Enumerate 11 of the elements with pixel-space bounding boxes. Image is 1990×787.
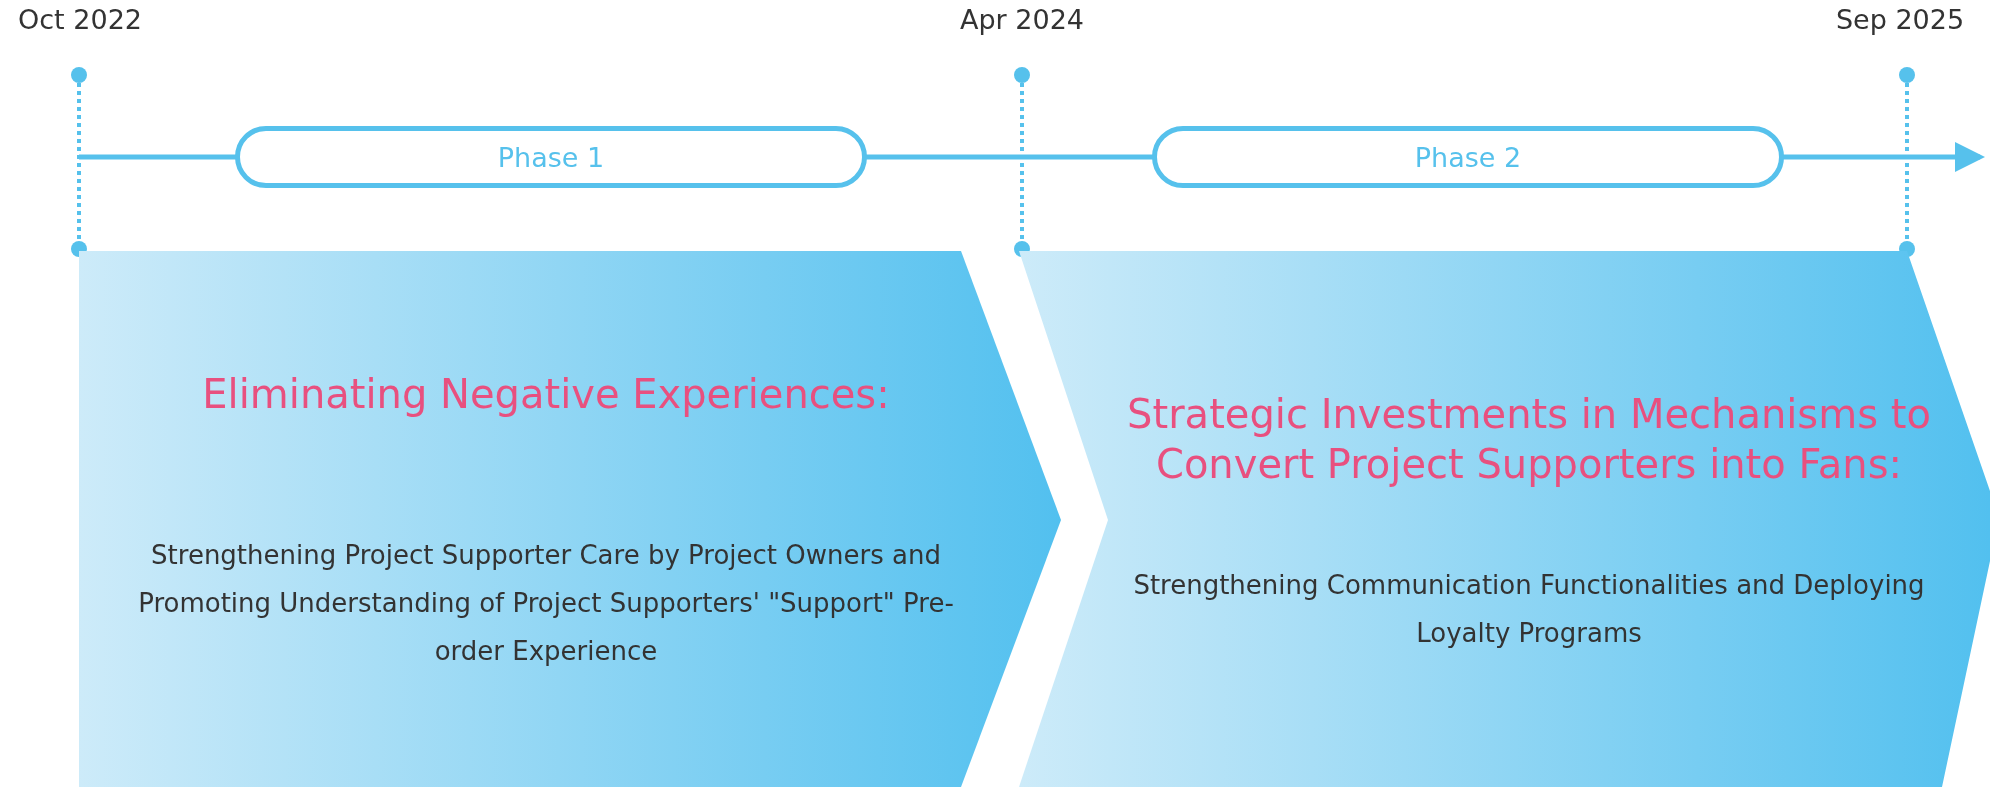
banner-description: Strengthening Project Supporter Care by Project Owners and Promoting Understanding of Project Supporters' "Support" Pre-order Experience [137,539,955,669]
phase-pill: Phase 1 [235,126,867,188]
date-label: Oct 2022 [18,4,142,35]
phase-pill: Phase 2 [1152,126,1784,188]
chevron-banner [79,251,1061,787]
banner-description: Strengthening Communication Functionalities and Deploying Loyalty Programs [1132,569,1926,651]
date-label: Apr 2024 [960,4,1084,35]
banner-heading: Eliminating Negative Experiences: [201,370,891,419]
chevron-banner [1019,251,1990,787]
date-label: Sep 2025 [1835,4,1965,35]
banner-heading: Strategic Investments in Mechanisms to Convert Project Supporters into Fans: [1126,390,1932,489]
